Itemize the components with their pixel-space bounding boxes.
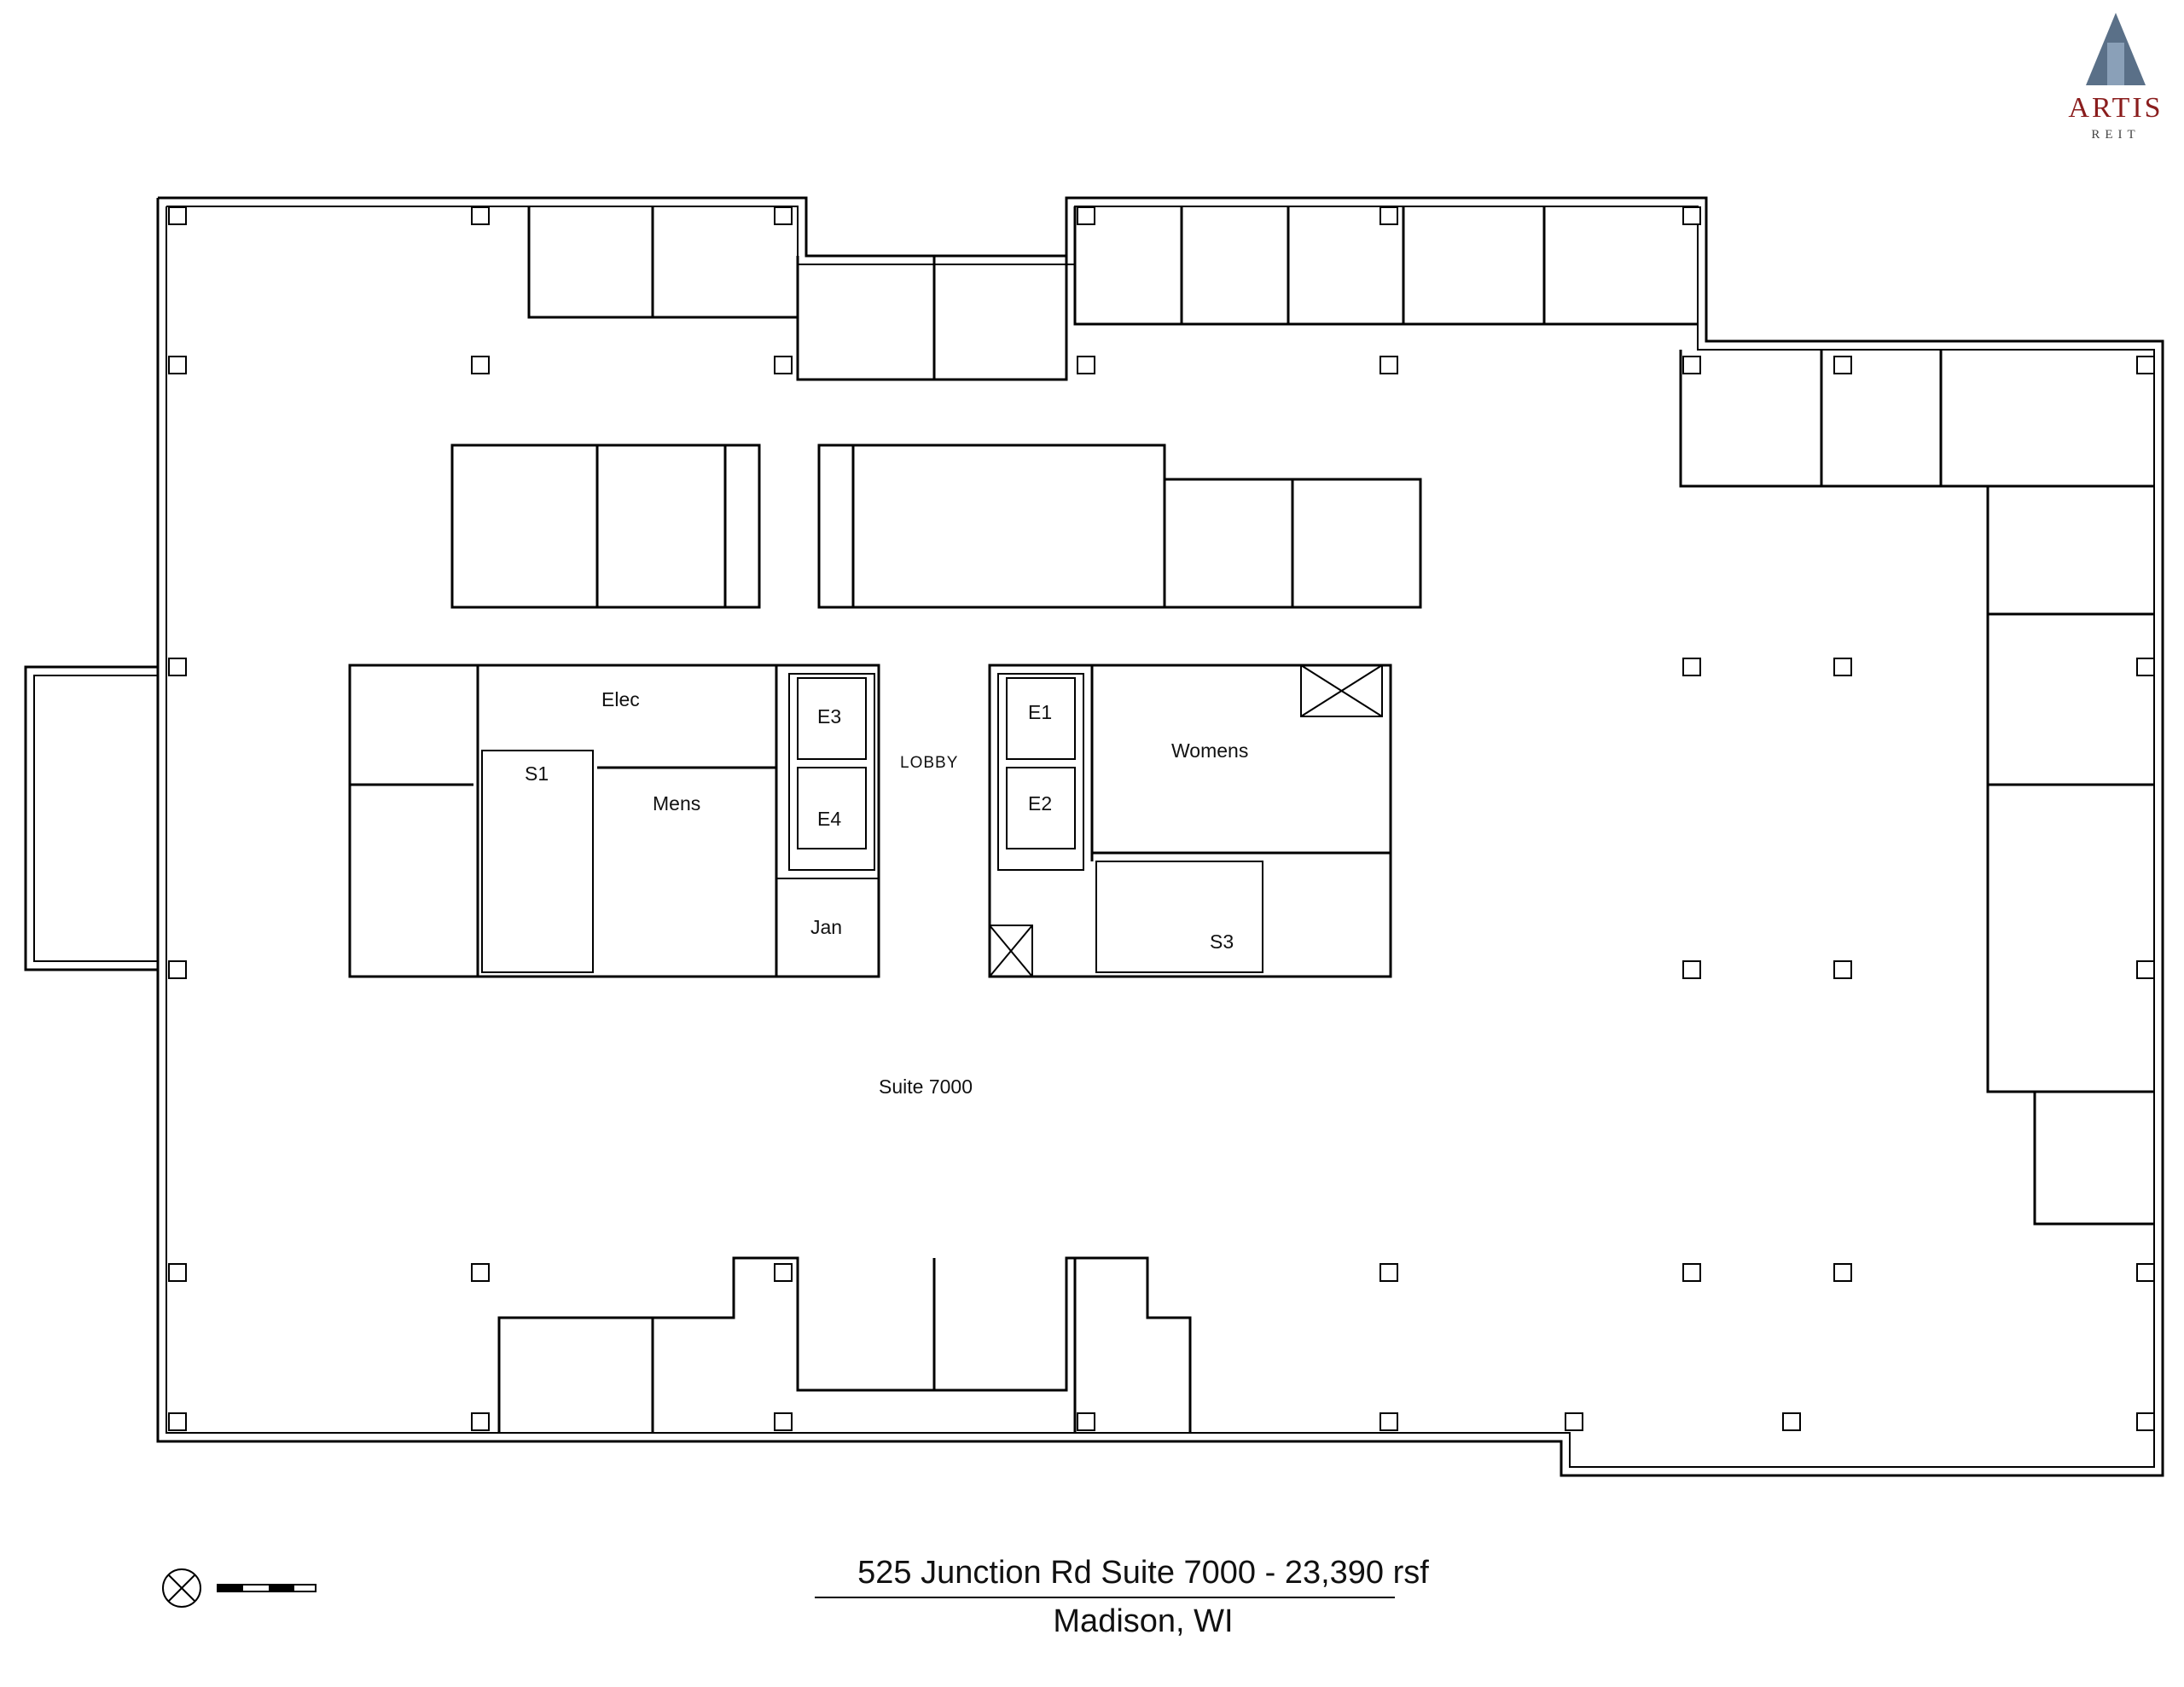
elevator-e1-label: E1 — [1028, 701, 1052, 723]
north-arrow-icon — [162, 1568, 201, 1608]
elevator-e3-label: E3 — [817, 705, 841, 728]
title-underline — [815, 1597, 1395, 1598]
janitor-label: Jan — [810, 916, 842, 938]
womens-restroom-label: Womens — [1171, 739, 1248, 762]
exterior-walls — [24, 196, 2164, 1477]
plan-location: Madison, WI — [1053, 1603, 1234, 1639]
building-tower-icon — [2086, 13, 2146, 85]
elevator-e2-label: E2 — [1028, 792, 1052, 815]
artis-reit-logo: ARTIS REIT — [2052, 9, 2180, 145]
north-offices — [527, 206, 1698, 381]
logo-wordmark: ARTIS — [2068, 92, 2164, 124]
elevator-e4-label: E4 — [817, 808, 841, 830]
south-offices — [497, 1256, 1192, 1433]
structural-columns — [168, 206, 2155, 1431]
west-core — [348, 664, 880, 978]
logo-subtitle: REIT — [2091, 128, 2140, 142]
interior-rooms — [450, 443, 1422, 609]
lobby-label: LOBBY — [900, 754, 958, 772]
plan-title: 525 Junction Rd Suite 7000 - 23,390 rsf — [857, 1555, 1429, 1591]
mens-restroom-label: Mens — [653, 792, 700, 815]
stair-s1-label: S1 — [525, 762, 549, 785]
stair-s3-label: S3 — [1210, 930, 1234, 953]
elec-room-label: Elec — [601, 688, 640, 710]
scale-bar-icon — [217, 1584, 317, 1592]
north-arrow-and-scale — [162, 1568, 317, 1608]
suite-label: Suite 7000 — [879, 1075, 973, 1098]
east-core — [988, 664, 1392, 978]
east-offices — [1679, 350, 2154, 1226]
